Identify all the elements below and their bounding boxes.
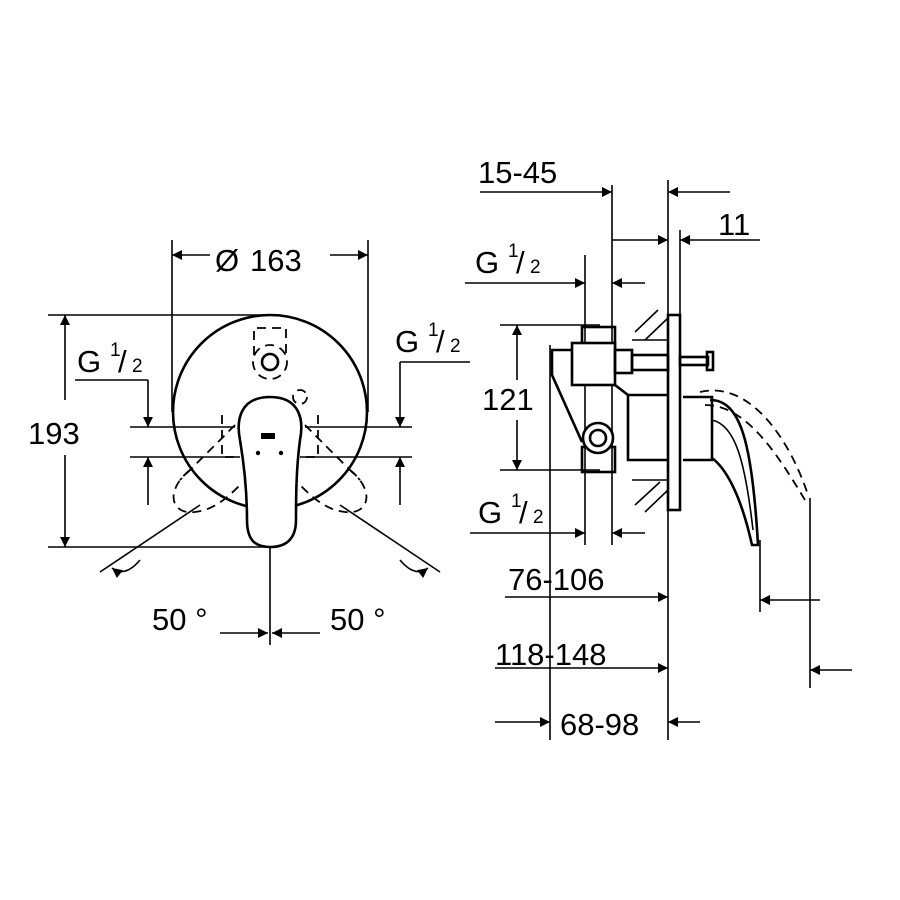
thread-left-prefix: G — [77, 344, 101, 379]
wall-range: 15-45 — [478, 155, 557, 190]
height-dimension: 193 — [28, 416, 80, 451]
side-view: 15-45 11 G 1 / 2 121 G 1 / 2 76-106 118-… — [465, 155, 852, 742]
thread-bottom-num: 1 — [511, 491, 522, 512]
valve-body — [550, 325, 715, 474]
wall-hatching — [632, 309, 669, 513]
thread-top-num: 1 — [508, 241, 519, 262]
handle-logo — [261, 433, 275, 439]
thread-right-prefix: G — [395, 324, 419, 359]
front-view: Ø 163 193 G 1 / 2 G 1 / 2 50 ° — [28, 240, 470, 645]
depth-c: 68-98 — [560, 707, 639, 742]
side-lever-handle — [683, 389, 809, 547]
wall-plate — [666, 313, 682, 512]
fraction-slash: / — [519, 495, 528, 530]
diameter-value: 163 — [250, 243, 302, 278]
thread-left-den: 2 — [132, 356, 143, 377]
angle-left: 50 ° — [152, 602, 208, 637]
thread-top-prefix: G — [475, 245, 499, 280]
depth-a: 76-106 — [508, 562, 605, 597]
diameter-symbol: Ø — [215, 243, 239, 278]
thread-bottom-prefix: G — [478, 495, 502, 530]
thread-left-num: 1 — [110, 340, 121, 361]
thread-right-den: 2 — [450, 336, 461, 357]
fraction-slash: / — [516, 245, 525, 280]
thread-top-den: 2 — [530, 257, 541, 278]
fraction-slash: / — [118, 344, 127, 379]
inlet-spacing: 121 — [482, 382, 534, 417]
depth-b: 118-148 — [495, 637, 606, 672]
thread-bottom-den: 2 — [533, 507, 544, 528]
angle-right: 50 ° — [330, 602, 386, 637]
thread-right-num: 1 — [428, 320, 439, 341]
fraction-slash: / — [436, 324, 445, 359]
lever-handle — [237, 395, 303, 549]
plate-thickness: 11 — [718, 207, 750, 242]
